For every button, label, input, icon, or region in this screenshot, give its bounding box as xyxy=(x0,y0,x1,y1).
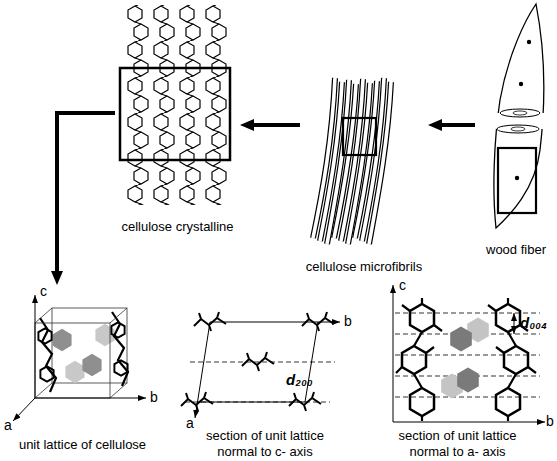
glucose-ring xyxy=(402,346,426,374)
glucose-ring xyxy=(38,328,51,343)
glucose-ring xyxy=(114,360,127,375)
microfibril xyxy=(369,82,391,244)
connector-layer xyxy=(57,113,475,275)
glucose-ring xyxy=(82,354,101,376)
spacing-arrow xyxy=(514,313,515,334)
chain-section xyxy=(242,352,274,371)
glucose-ring xyxy=(40,366,53,381)
axis-label: c xyxy=(40,284,47,299)
axis-label: b xyxy=(546,414,554,429)
chain-section xyxy=(194,312,226,331)
a-section-drawing xyxy=(393,285,545,422)
fiber-cut-face xyxy=(497,125,539,133)
microfibril xyxy=(369,82,391,244)
cell-edge xyxy=(35,308,127,398)
cell-edge xyxy=(35,323,110,398)
glucose-ring xyxy=(450,326,472,351)
glucose-ring xyxy=(496,388,520,416)
panel-caption: section of unit lattice normal to a- axi… xyxy=(383,428,533,461)
axis-label: a xyxy=(4,418,12,433)
glucose-ring xyxy=(504,346,528,374)
zoom-box xyxy=(343,118,376,155)
zoom-box xyxy=(498,148,536,213)
microfibril-bundle xyxy=(313,78,391,244)
glucose-ring xyxy=(410,304,434,332)
axis-line xyxy=(13,398,35,421)
axis-line xyxy=(35,295,36,398)
fiber-outline xyxy=(494,4,544,228)
unit-lattice-drawing xyxy=(13,295,146,421)
chain-section xyxy=(289,392,321,411)
illustration-panel: cellulose crystalline xyxy=(115,0,240,235)
chain-section xyxy=(181,392,213,411)
panel-caption: unit lattice of cellulose xyxy=(0,437,165,453)
wood-fiber-drawing xyxy=(494,4,544,228)
axis-line xyxy=(393,422,545,423)
lattice-plane xyxy=(190,362,335,363)
cellulose-chains xyxy=(120,5,230,205)
cell-edge xyxy=(197,322,318,402)
glucose-ring xyxy=(52,329,71,351)
panel-caption: wood fiber xyxy=(475,242,557,258)
flow-arrow xyxy=(250,123,300,127)
spacing-label: d₀₀₄ xyxy=(520,315,547,332)
glucose-ring xyxy=(496,304,520,332)
axis-label: b xyxy=(150,390,158,405)
axis-label: c xyxy=(399,278,406,293)
fiber-cut-face xyxy=(500,109,540,117)
axis-line xyxy=(393,285,394,422)
axis-line xyxy=(35,398,146,399)
c-section-drawing xyxy=(181,312,340,418)
fiber-lumen xyxy=(513,111,527,115)
zoom-box xyxy=(120,68,230,160)
illustration-panel: cellulose microfibrils xyxy=(300,60,428,275)
illustration-panel: wood fiber xyxy=(475,0,557,258)
panel-caption: section of unit lattice normal to c- axi… xyxy=(190,428,340,461)
illustration-panel: unit lattice of cellulose xyxy=(0,285,165,453)
axis-label: b xyxy=(344,314,352,329)
glucose-ring xyxy=(410,388,434,416)
cellulose-chain xyxy=(396,298,536,421)
fiber-pit xyxy=(519,82,523,86)
chain-section xyxy=(302,312,334,331)
spacing-label: d₂₀₀ xyxy=(286,372,313,389)
glucose-ring xyxy=(457,367,479,392)
glucose-ring xyxy=(65,361,84,383)
chain-array xyxy=(125,5,229,205)
illustration-panel: section of unit lattice normal to c- axi… xyxy=(185,305,345,460)
fiber-pit xyxy=(527,40,531,44)
illustration-panel: section of unit lattice normal to a- axi… xyxy=(380,270,535,460)
axis-label: a xyxy=(186,416,194,431)
flow-arrow xyxy=(57,113,115,275)
panel-caption: cellulose microfibrils xyxy=(300,259,428,275)
glucose-ring xyxy=(111,322,124,337)
fiber-pit xyxy=(515,176,519,180)
fiber-lumen xyxy=(511,127,525,131)
flow-arrow xyxy=(438,123,475,127)
cellulose-chain xyxy=(40,312,128,392)
panel-caption: cellulose crystalline xyxy=(115,219,240,235)
